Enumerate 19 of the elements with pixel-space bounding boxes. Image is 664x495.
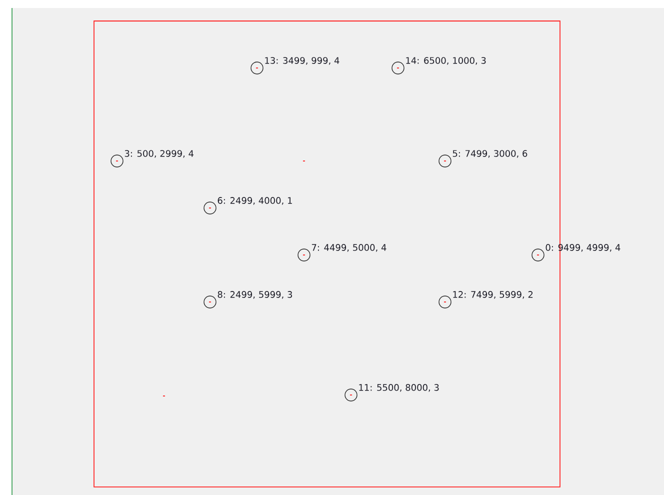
point-circle	[532, 248, 544, 262]
point-circle	[438, 296, 452, 308]
point-circle	[110, 154, 124, 168]
point-circle	[344, 388, 358, 402]
point-label: 5: 7499, 3000, 6	[452, 150, 528, 158]
point-circle	[204, 296, 216, 308]
point-circle	[438, 154, 452, 168]
point-label: 11: 5500, 8000, 3	[359, 384, 439, 392]
point-circle	[250, 62, 264, 74]
point-label: 7: 4499, 5000, 4	[312, 244, 386, 252]
point-label: 6: 2499, 4000, 1	[218, 197, 292, 205]
point-circle	[298, 248, 310, 262]
point-label: 8: 2499, 5999, 3	[218, 291, 292, 299]
point-label: 12: 7499, 5999, 2	[453, 291, 533, 299]
point-circle	[204, 202, 216, 214]
point-label: 3: 500, 2999, 4	[124, 150, 194, 158]
point-circle	[392, 62, 404, 74]
point-label: 13: 3499, 999, 4	[265, 57, 340, 65]
point-label: 14: 6500, 1000, 3	[406, 57, 486, 65]
